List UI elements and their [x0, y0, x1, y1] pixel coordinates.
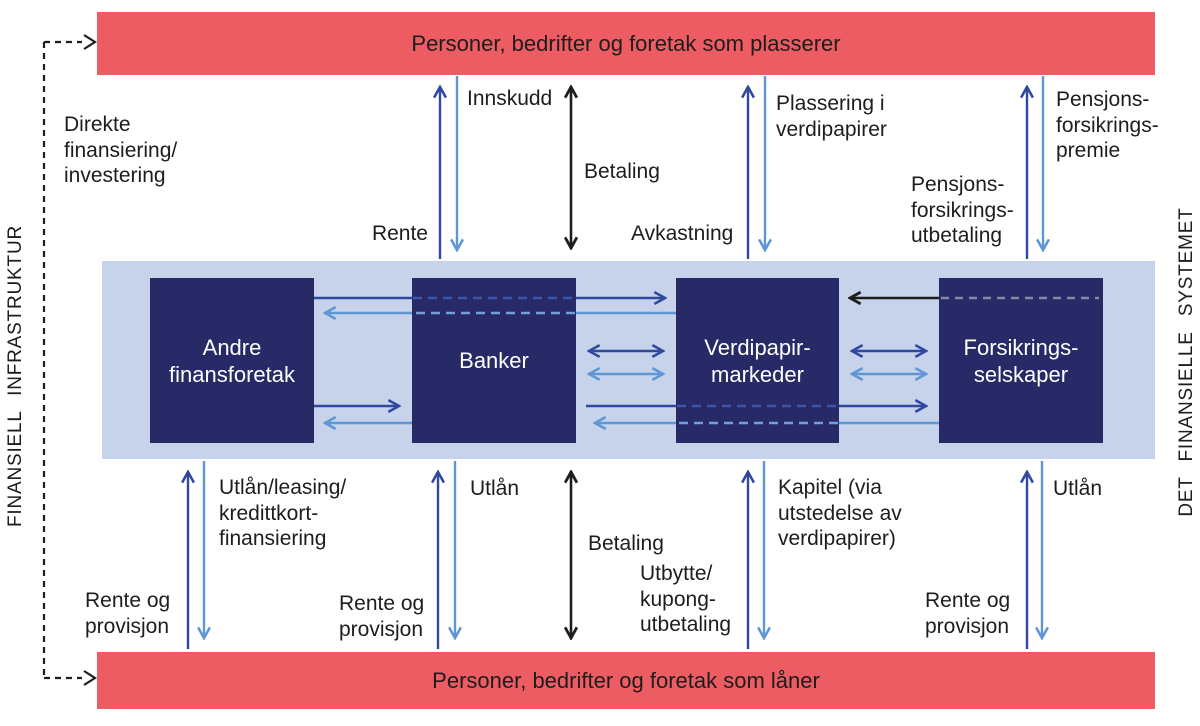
box-forsikringsselskaper: Forsikrings- selskaper [939, 278, 1103, 443]
label-direkte-finansiering: Direkte finansiering/ investering [64, 113, 178, 187]
label-utlan-leasing: Utlån/leasing/ kredittkort- finansiering [219, 476, 347, 550]
side-label-det-finansielle-systemet: DET FINANSIELLE SYSTEMET [1176, 207, 1197, 517]
label-betaling-bottom: Betaling [588, 532, 664, 555]
box-label-line: markeder [711, 361, 804, 387]
box-label-line: Andre [202, 334, 262, 360]
box-banker: Banker [412, 278, 576, 443]
label-utbytte: Utbytte/ kupong- utbetaling [640, 562, 732, 636]
side-label-finansiell-infrastruktur: FINANSIELL INFRASTRUKTUR [5, 225, 26, 527]
box-label-line: Verdipapir- [704, 334, 811, 360]
label-rente-provisjon-af: Rente og provisjon [85, 589, 171, 638]
bottom-bar-borrowers: Personer, bedrifter og foretak som låner [97, 652, 1155, 709]
label-innskudd: Innskudd [467, 87, 553, 110]
label-rente: Rente [371, 222, 428, 245]
box-label-line: Banker [459, 348, 529, 373]
label-rente-provisjon-fs: Rente og provisjon [925, 589, 1011, 638]
box-andre-finansforetak: Andre finansforetak [150, 278, 314, 443]
box-label-line: finansforetak [169, 361, 295, 387]
label-avkastning: Avkastning [631, 222, 734, 245]
bottom-bar-label: Personer, bedrifter og foretak som låner [432, 667, 820, 693]
label-utlan-banker: Utlån [470, 477, 520, 500]
label-utlan-fs: Utlån [1053, 477, 1103, 500]
label-pensjonspremie: Pensjons- forsikrings- premie [1056, 88, 1159, 162]
label-pensjonsutbetaling: Pensjons- forsikrings- utbetaling [911, 173, 1014, 247]
label-plassering: Plassering i verdipapirer [776, 92, 887, 141]
label-kapitel: Kapitel (via utstedelse av verdipapirer) [778, 476, 902, 550]
box-verdipapirmarkeder: Verdipapir- markeder [676, 278, 839, 443]
box-label-line: Forsikrings- [963, 334, 1079, 360]
top-bar-savers: Personer, bedrifter og foretak som plass… [97, 12, 1155, 75]
box-label-line: selskaper [973, 361, 1069, 387]
top-bar-label: Personer, bedrifter og foretak som plass… [411, 30, 841, 56]
label-betaling-top: Betaling [584, 160, 660, 183]
label-rente-provisjon-banker: Rente og provisjon [339, 592, 425, 641]
